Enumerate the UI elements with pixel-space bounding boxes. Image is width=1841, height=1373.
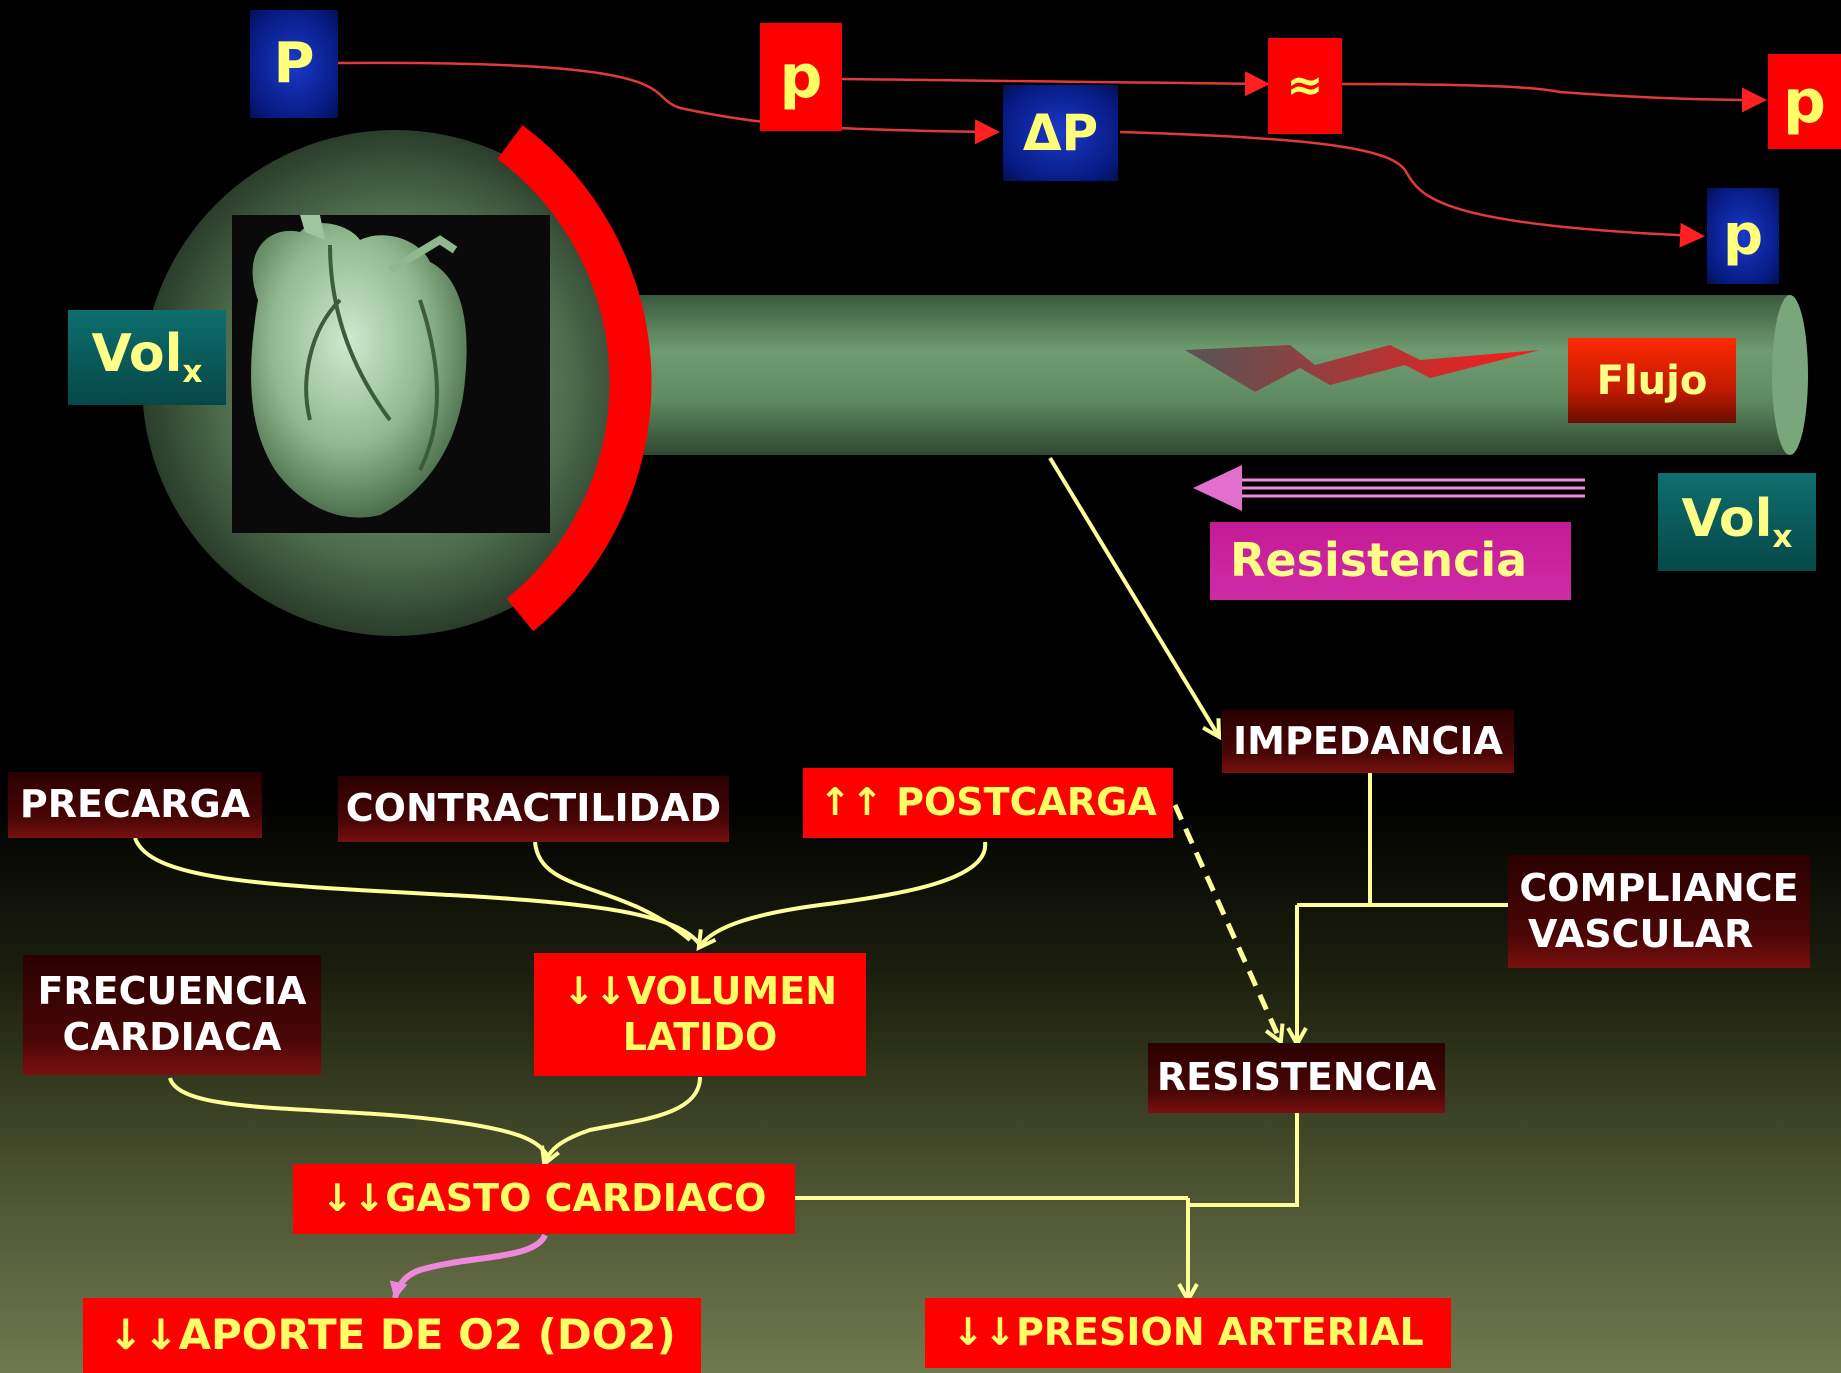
frecuencia-box: FRECUENCIA CARDIACA: [23, 955, 321, 1075]
resistance-arrow-icon: [1193, 465, 1585, 511]
flow-label: Flujo: [1597, 357, 1708, 405]
oxygen-delivery-connector: [395, 1235, 545, 1298]
presion-arterial-label: ↓↓PRESION ARTERIAL: [952, 1310, 1423, 1356]
pressure-P-label: P: [273, 30, 314, 97]
frecuencia-label-line2: CARDIACA: [63, 1015, 282, 1061]
postcarga-box: ↑↑ POSTCARGA: [803, 768, 1173, 838]
pressure-P-box: P: [250, 10, 338, 118]
delta-pressure-box: ΔP: [1003, 85, 1118, 181]
resistance-label: Resistencia: [1230, 533, 1527, 588]
contractilidad-label: CONTRACTILIDAD: [346, 786, 721, 832]
presion-arterial-box: ↓↓PRESION ARTERIAL: [925, 1298, 1451, 1368]
aporte-o2-box: ↓↓APORTE DE O2 (DO2): [83, 1298, 701, 1373]
flow-box: Flujo: [1568, 338, 1736, 423]
gasto-cardiaco-box: ↓↓GASTO CARDIACO: [293, 1164, 795, 1234]
pressure-p2-box: p: [1768, 54, 1841, 149]
precarga-box: PRECARGA: [8, 772, 262, 838]
impedancia-box: IMPEDANCIA: [1222, 710, 1514, 773]
volumen-label-line1: ↓↓VOLUMEN: [563, 969, 837, 1015]
delta-pressure-label: ΔP: [1023, 103, 1098, 163]
pressure-p3-label: p: [1723, 202, 1763, 269]
pressure-p3-box: p: [1707, 188, 1779, 284]
compliance-box: COMPLIANCE VASCULAR: [1508, 855, 1810, 968]
volumen-latido-box: ↓↓VOLUMEN LATIDO: [534, 953, 866, 1076]
volume-right-box: Volx: [1658, 473, 1816, 571]
impedancia-label: IMPEDANCIA: [1233, 719, 1503, 765]
pressure-p1-label: p: [780, 41, 823, 113]
volume-right-label: Volx: [1681, 488, 1792, 556]
aporte-o2-label: ↓↓APORTE DE O2 (DO2): [108, 1310, 676, 1360]
volumen-label-line2: LATIDO: [623, 1015, 778, 1061]
heart-image: [232, 215, 550, 533]
resistance-box: Resistencia: [1210, 522, 1571, 600]
volume-left-label: Volx: [91, 323, 202, 391]
pressure-p1-box: p: [760, 23, 842, 131]
resistencia-box: RESISTENCIA: [1148, 1043, 1445, 1113]
resistencia-label: RESISTENCIA: [1157, 1055, 1436, 1101]
approx-label: ≈: [1287, 60, 1324, 113]
approx-box: ≈: [1268, 38, 1342, 134]
volume-left-box: Volx: [68, 310, 226, 405]
frecuencia-label-line1: FRECUENCIA: [37, 969, 306, 1015]
contractilidad-box: CONTRACTILIDAD: [338, 776, 729, 842]
precarga-label: PRECARGA: [20, 782, 250, 828]
pressure-p2-label: p: [1783, 66, 1826, 138]
postcarga-label: ↑↑ POSTCARGA: [819, 780, 1157, 826]
compliance-label-line1: COMPLIANCE: [1519, 866, 1798, 912]
compliance-label-line2: VASCULAR: [1508, 912, 1753, 958]
gasto-cardiaco-label: ↓↓GASTO CARDIACO: [322, 1176, 767, 1222]
